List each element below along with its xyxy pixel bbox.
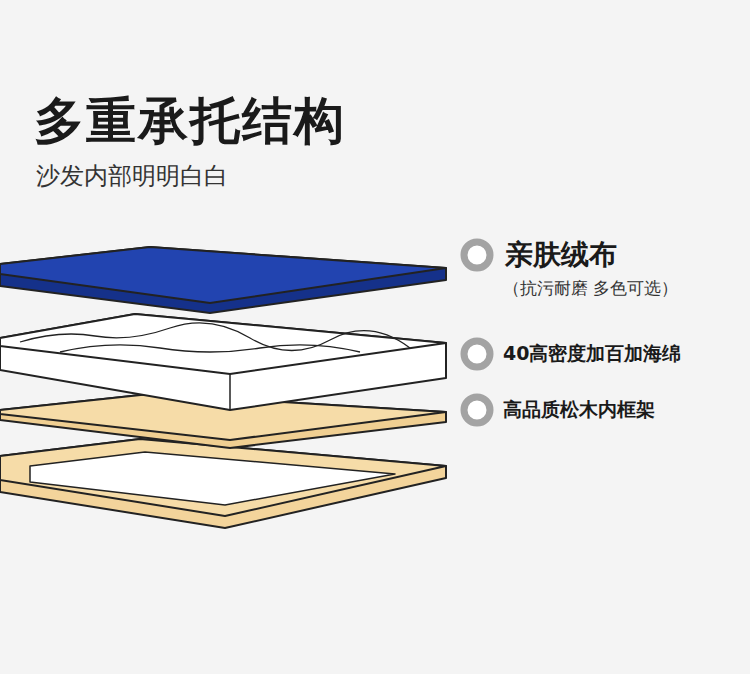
layer-note: （抗污耐磨 多色可选） (503, 277, 678, 300)
layer-label: 高品质松木内框架 (503, 397, 655, 423)
layer-label: 40高密度加百加海绵 (503, 341, 681, 367)
heading: 多重承托结构 (34, 88, 346, 155)
subtitle: 沙发内部明明白白 (36, 160, 228, 192)
layer-label: 亲肤绒布 (505, 236, 617, 274)
